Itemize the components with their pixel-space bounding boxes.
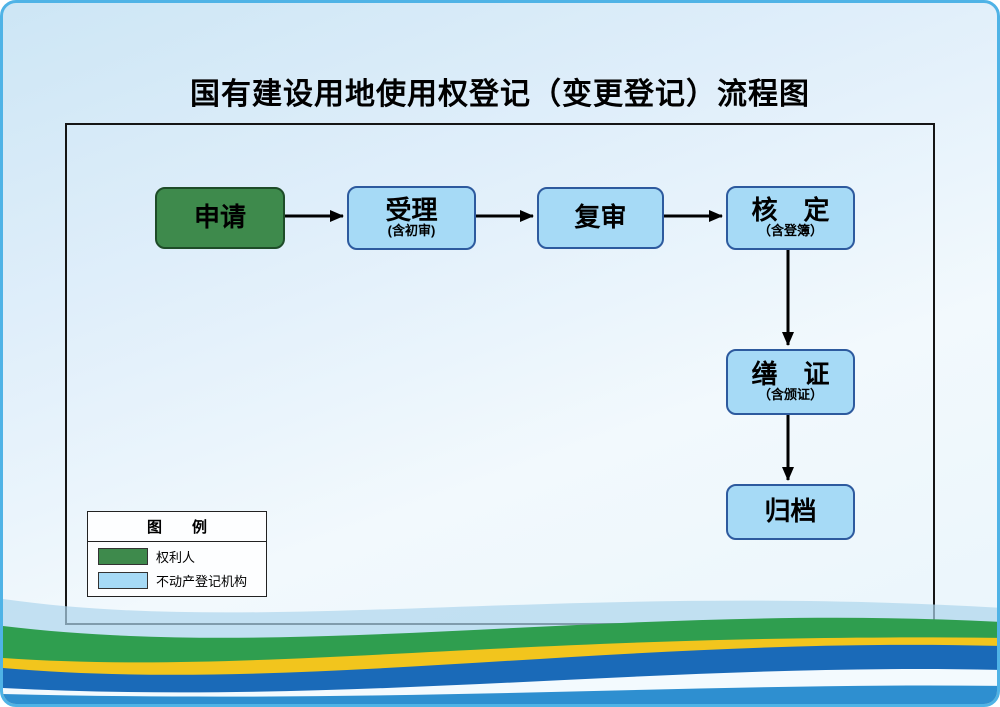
legend: 图 例 权利人 不动产登记机构 [87,511,267,597]
legend-label-applicant: 权利人 [156,550,196,565]
flow-node-verify: 核 定 （含登簿） [726,186,855,250]
flowchart-frame: 申请 受理 (含初审) 复审 核 定 （含登簿） 缮 证 （含颁证） 归档 图 … [65,123,935,625]
decorative-waves [3,599,997,704]
flow-node-accept-label: 受理 [385,194,438,225]
legend-item-registry: 不动产登记机构 [88,566,266,590]
page-title: 国有建设用地使用权登记（变更登记）流程图 [190,78,810,111]
flow-node-archive-label: 归档 [764,496,817,527]
flow-node-archive: 归档 [726,484,855,540]
flow-node-accept-sub: (含初审) [387,223,436,239]
flow-node-review-label: 复审 [574,202,627,233]
flow-node-certificate: 缮 证 （含颁证） [726,349,855,415]
flow-node-verify-label: 核 定 [751,194,830,225]
legend-title: 图 例 [88,512,266,542]
flow-node-apply: 申请 [155,187,285,249]
flow-node-accept: 受理 (含初审) [347,186,476,250]
flow-node-certificate-label: 缮 证 [751,358,830,389]
flow-node-certificate-sub: （含颁证） [757,387,823,403]
wave-bottom-edge [3,685,997,704]
legend-label-registry: 不动产登记机构 [156,574,248,589]
legend-swatch-registry [98,572,148,589]
flow-node-review: 复审 [537,187,664,249]
flow-node-apply-label: 申请 [193,202,246,233]
legend-item-applicant: 权利人 [88,542,266,566]
legend-swatch-applicant [98,548,148,565]
flow-node-verify-sub: （含登簿） [757,223,823,239]
